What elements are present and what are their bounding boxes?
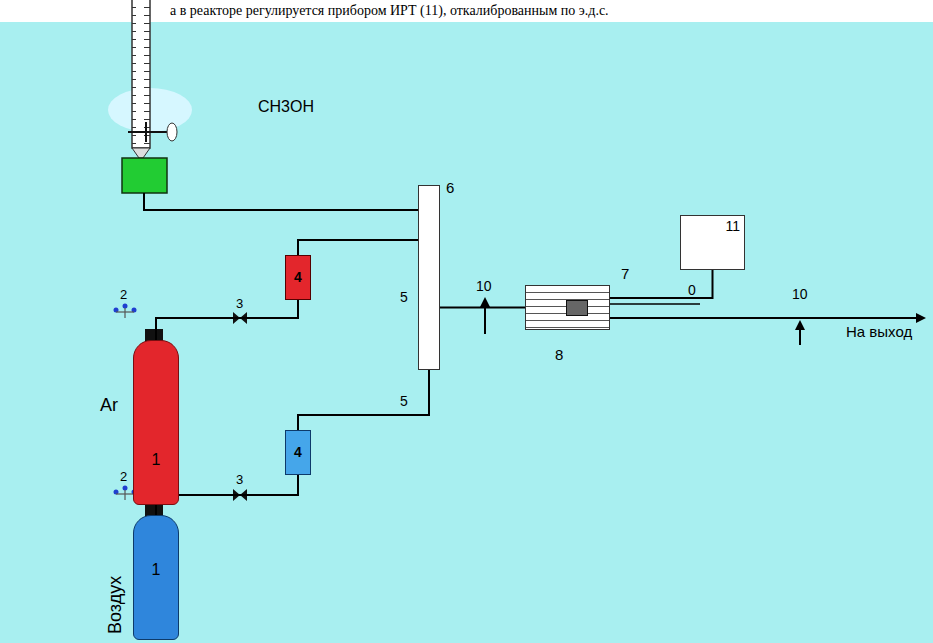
exit-label: На выход <box>846 324 912 341</box>
rotameter: 4 <box>285 255 311 300</box>
callout-number: 3 <box>236 297 243 311</box>
gas-line <box>298 240 418 255</box>
thermocouple-wire <box>610 303 700 305</box>
tube-furnace: 78 <box>525 285 610 330</box>
callout-number: 3 <box>236 473 243 487</box>
exit-line <box>610 317 924 319</box>
air-cylinder: Воздух1 <box>133 515 179 640</box>
valve-10 <box>484 299 486 334</box>
node-text: 8 <box>555 347 563 364</box>
callout-number: 2 <box>120 470 127 484</box>
burette-tip <box>132 148 150 158</box>
node-text: 4 <box>286 270 310 285</box>
pump-box <box>122 158 167 193</box>
valve-stem <box>116 308 134 500</box>
temperature-meter: 11 <box>680 215 745 270</box>
substance-label: СН3ОН <box>258 98 314 116</box>
node-text: Воздух <box>106 576 126 634</box>
lever-stem <box>145 122 147 142</box>
lever-knob <box>167 123 177 141</box>
gas-line <box>440 307 525 309</box>
node-text: 1 <box>134 561 178 579</box>
callout-number: 10 <box>792 287 808 302</box>
node-text: 1 <box>134 451 178 469</box>
valve-10 <box>799 322 801 345</box>
caption-text: а в реакторе регулируется прибором ИРТ (… <box>170 3 609 18</box>
node-text: 7 <box>621 266 629 283</box>
burette-tube <box>132 0 150 148</box>
callout-number: 5 <box>400 394 408 409</box>
callout-number: 5 <box>400 290 408 305</box>
callout-number: 0 <box>688 283 696 298</box>
callout-number: 10 <box>476 279 492 294</box>
mixer: 6 <box>418 185 440 370</box>
node-text: Ar <box>100 396 118 416</box>
argon-cylinder: Ar1 <box>133 340 179 505</box>
gas-line <box>156 300 298 340</box>
shutoff-valve <box>233 312 247 501</box>
callout-number: 2 <box>120 288 127 302</box>
burette-scale <box>132 0 150 146</box>
node-text: 4 <box>286 445 310 460</box>
methanol-line <box>144 185 429 210</box>
gas-line <box>298 370 429 430</box>
node-text: 11 <box>725 219 740 234</box>
node-text: 6 <box>446 180 454 197</box>
lever <box>128 131 168 133</box>
rotameter: 4 <box>285 430 311 475</box>
catalyst-sample: 8 <box>566 300 588 316</box>
